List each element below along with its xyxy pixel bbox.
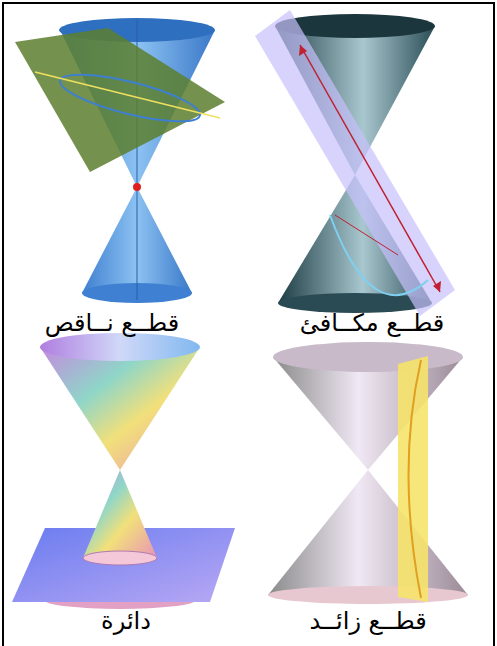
frame [3, 3, 494, 646]
arrow-head [433, 281, 441, 292]
ellipse-cone [15, 18, 225, 303]
caption-label: قطــع زائــد [309, 606, 426, 636]
arrow-head [299, 45, 307, 56]
upper-rim [273, 342, 463, 372]
cutting-plane [255, 10, 455, 316]
guide-arrow [300, 45, 440, 292]
apex-dot [133, 183, 141, 191]
parabola-curve [330, 215, 428, 295]
cutting-plane [398, 356, 428, 602]
cutting-plane [15, 28, 225, 172]
hyperbola-cone [268, 342, 468, 604]
lower-rim [268, 586, 468, 604]
ellipse-curve [56, 65, 203, 131]
hyperbola-curve [409, 360, 422, 598]
lower-nappe [83, 470, 157, 558]
circle-cone [12, 333, 235, 609]
upper-nappe [40, 347, 200, 470]
plane-line [35, 72, 220, 118]
caption-label: قطــع مكــافئ [300, 308, 445, 338]
upper-rim [40, 333, 200, 361]
parabola-cone [255, 10, 455, 316]
upper-nappe [273, 357, 463, 470]
guide-line [335, 215, 398, 255]
caption-label: دائرة [101, 606, 151, 636]
lower-nappe [268, 470, 468, 595]
circle-curve [83, 551, 157, 565]
caption-label: قطــع نــاقص [45, 308, 180, 338]
